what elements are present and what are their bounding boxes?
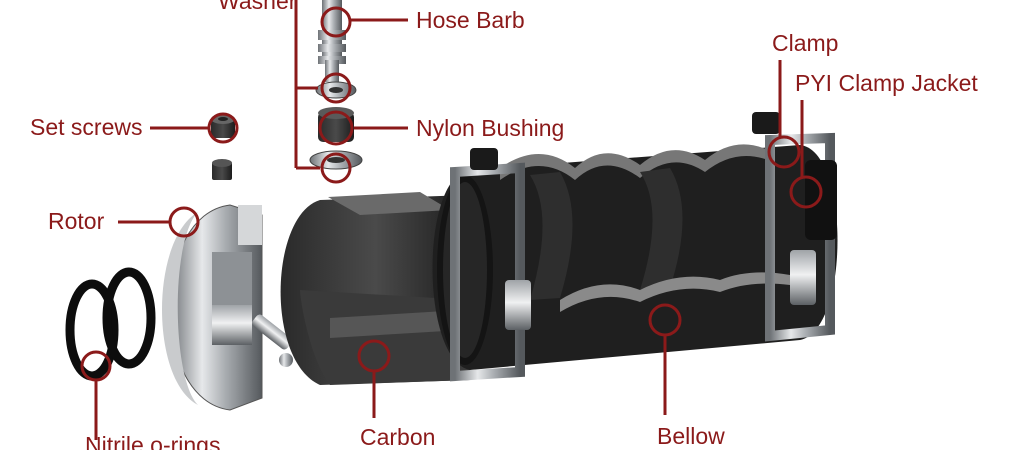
callout-lines	[94, 0, 804, 440]
set-screws-part	[211, 114, 235, 180]
label-nitrile-o-rings: Nitrile o-rings	[85, 432, 221, 450]
label-washer: Washer	[218, 0, 297, 14]
label-set-screws: Set screws	[30, 114, 143, 140]
label-bellow: Bellow	[657, 423, 725, 449]
label-pyi-clamp-jacket: PYI Clamp Jacket	[795, 70, 978, 96]
label-rotor: Rotor	[48, 208, 105, 234]
label-carbon: Carbon	[360, 424, 436, 450]
hose-barb-part	[318, 0, 346, 82]
carbon-part	[280, 192, 470, 385]
o-rings-part	[65, 267, 156, 381]
label-nylon-bushing: Nylon Bushing	[416, 115, 565, 141]
label-clamp: Clamp	[772, 30, 839, 56]
callout-circles	[80, 6, 823, 382]
label-hose-barb: Hose Barb	[416, 7, 525, 33]
clamp-left-part	[450, 148, 531, 382]
rotor-part	[162, 204, 293, 411]
